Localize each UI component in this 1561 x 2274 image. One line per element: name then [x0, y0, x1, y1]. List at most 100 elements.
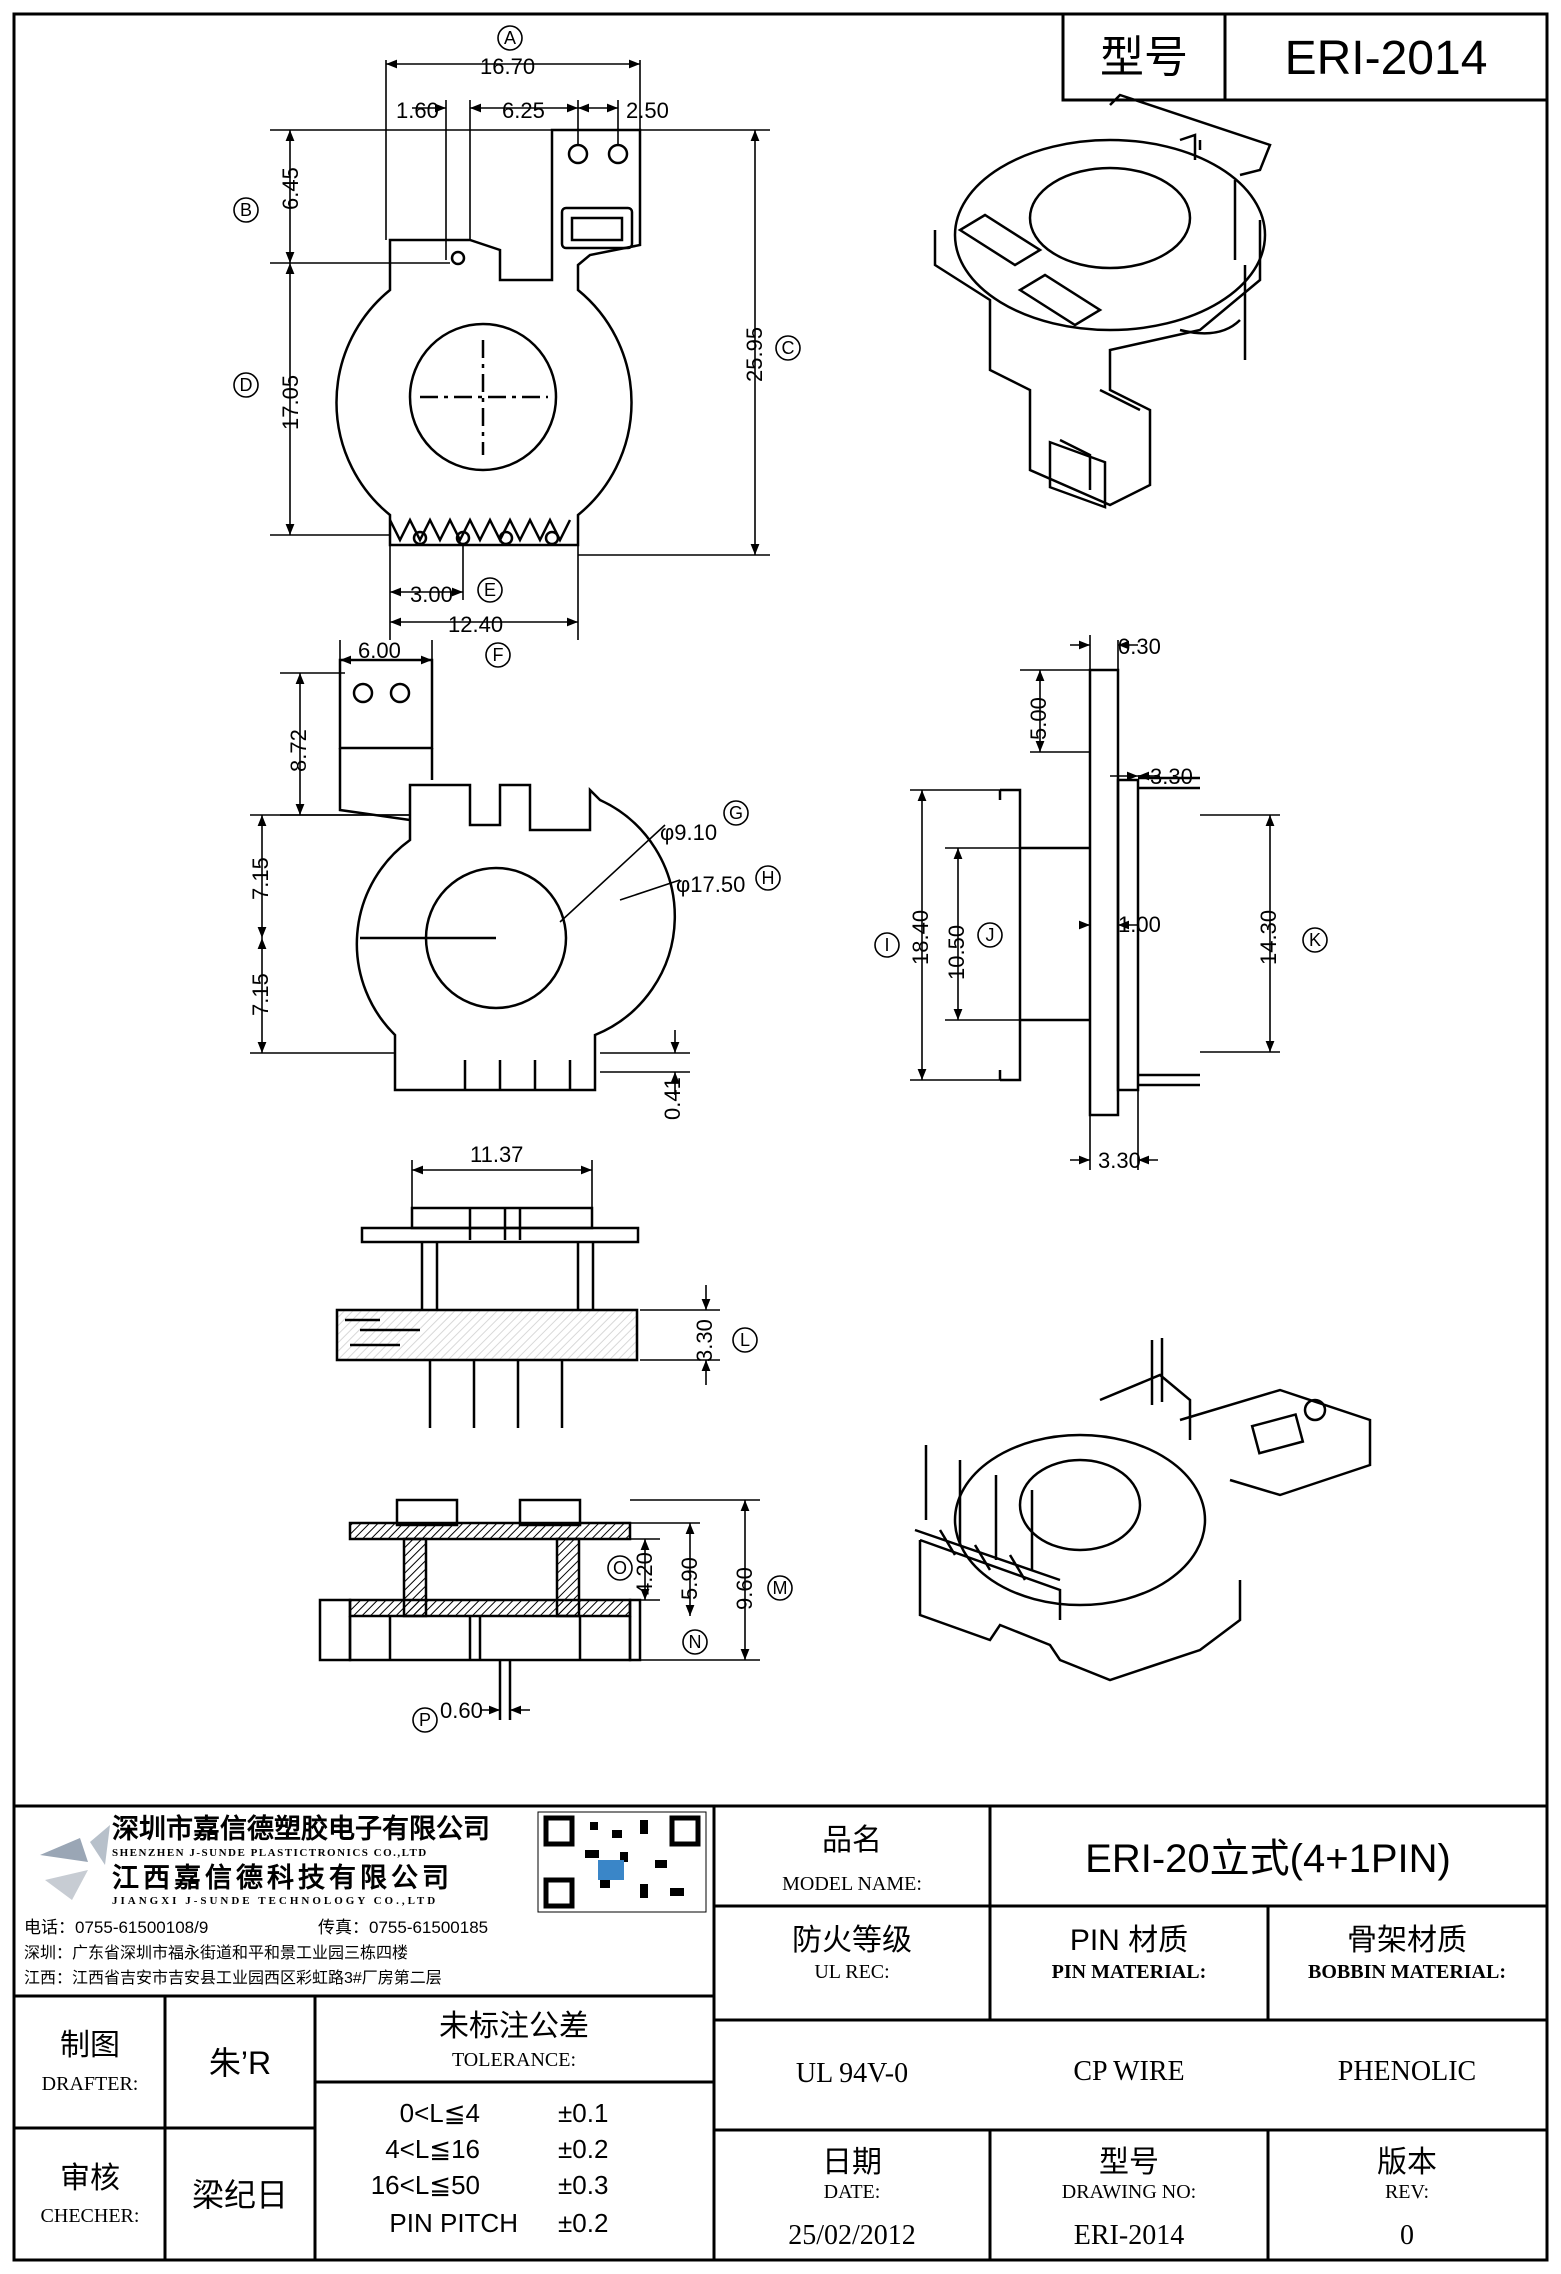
svg-text:B: B	[240, 200, 252, 220]
dim-5-90: 5.90	[677, 1557, 702, 1600]
checker-label-en: CHECHER:	[41, 2205, 140, 2227]
svg-text:D: D	[240, 375, 253, 395]
dim-3-30-top: 3.30	[1150, 764, 1193, 789]
marker-a: A	[497, 25, 523, 51]
section-view-dim-labels: 4.20 5.90 9.60 0.60	[440, 1552, 757, 1723]
marker-l: L	[732, 1327, 758, 1353]
company-info: 深圳市嘉信德塑胶电子有限公司 SHENZHEN J-SUNDE PLASTICT…	[24, 1813, 490, 1987]
title-block	[14, 1804, 1547, 2260]
company-address-shenzhen: 深圳：广东省深圳市福永街道和平和景工业园三栋四楼	[24, 1944, 408, 1962]
rev-label-cn: 版本	[1377, 2146, 1437, 2179]
dim-0-41: 0.41	[660, 1077, 685, 1120]
marker-j: J	[977, 922, 1003, 948]
edge-view-dim-labels: 0.30 5.00 3.30 18.40 10.50 1.00 14.30 3.…	[908, 634, 1281, 1173]
model-name-label-en: MODEL NAME:	[782, 1873, 922, 1895]
dim-9-60: 9.60	[732, 1567, 757, 1610]
side-view	[338, 658, 677, 1092]
dim-6-25: 6.25	[502, 98, 545, 123]
marker-b: B	[233, 197, 259, 223]
dim-3-30-profile: 3.30	[692, 1319, 717, 1362]
dim-3-00: 3.00	[410, 582, 453, 607]
svg-text:K: K	[1309, 930, 1321, 950]
dim-1-00: 1.00	[1118, 912, 1161, 937]
dim-17-50: φ17.50	[676, 872, 745, 897]
side-view-dimensions	[250, 640, 690, 1095]
company-name-cn-2: 江西嘉信德科技有限公司	[112, 1863, 453, 1893]
svg-text:H: H	[762, 868, 775, 888]
dim-6-00: 6.00	[358, 638, 401, 663]
marker-m: M	[767, 1575, 793, 1601]
company-tel: 电话：0755-61500108/9	[24, 1918, 208, 1937]
dim-11-37: 11.37	[470, 1142, 523, 1167]
tolerance-value: ±0.2	[558, 2134, 608, 2164]
marker-o: O	[607, 1555, 633, 1581]
header-type-value: ERI-2014	[1285, 32, 1488, 85]
dim-17-05: 17.05	[278, 375, 303, 430]
marker-d: D	[233, 372, 259, 398]
pin-material-label-en: PIN MATERIAL:	[1052, 1961, 1207, 1983]
marker-e: E	[477, 577, 503, 603]
dim-4-20: 4.20	[632, 1552, 657, 1595]
tolerance-value: ±0.2	[558, 2208, 608, 2238]
front-view-dimensions	[270, 59, 770, 640]
svg-text:G: G	[729, 803, 743, 823]
dim-14-30: 14.30	[1256, 910, 1281, 965]
drafter-value: 朱’R	[209, 2045, 271, 2081]
svg-text:E: E	[484, 580, 496, 600]
dim-3-30-bottom: 3.30	[1098, 1148, 1141, 1173]
side-view-dim-labels: 6.00 8.72 7.15 7.15 φ9.10 φ17.50 0.41	[248, 638, 745, 1120]
company-name-en-1: SHENZHEN J-SUNDE PLASTICTRONICS CO.,LTD	[112, 1847, 428, 1859]
dim-8-72: 8.72	[286, 729, 311, 772]
svg-text:P: P	[419, 1710, 431, 1730]
svg-text:O: O	[613, 1558, 627, 1578]
model-name-value: ERI-20立式(4+1PIN)	[1085, 1837, 1451, 1881]
svg-text:A: A	[504, 28, 516, 48]
marker-f: F	[485, 642, 511, 668]
dim-10-50: 10.50	[944, 925, 969, 980]
marker-p: P	[412, 1707, 438, 1733]
tolerance-range: 4<L≦16	[385, 2134, 480, 2164]
drawing-no-label-cn: 型号	[1099, 2146, 1159, 2179]
bobbin-material-value: PHENOLIC	[1338, 2056, 1476, 2087]
dim-1-60: 1.60	[396, 98, 439, 123]
isometric-view-bottom	[914, 1338, 1372, 1682]
company-name-en-2: JIANGXI J-SUNDE TECHNOLOGY CO.,LTD	[112, 1895, 438, 1907]
svg-text:M: M	[773, 1578, 788, 1598]
tolerance-range: PIN PITCH	[389, 2208, 518, 2238]
dim-25-95: 25.95	[742, 327, 767, 382]
profile-view	[335, 1206, 640, 1428]
company-address-jiangxi: 江西：江西省吉安市吉安县工业园西区彩虹路3#厂房第二层	[24, 1969, 442, 1987]
drafter-label-en: DRAFTER:	[42, 2073, 139, 2095]
dim-12-40: 12.40	[448, 612, 503, 637]
dim-0-60: 0.60	[440, 1698, 483, 1723]
svg-text:F: F	[493, 645, 504, 665]
ul-value: UL 94V-0	[796, 2058, 908, 2089]
dim-16-70: 16.70	[480, 54, 535, 79]
svg-text:N: N	[689, 1632, 702, 1652]
marker-k: K	[1302, 927, 1328, 953]
dim-7-15-upper: 7.15	[248, 857, 273, 900]
marker-c: C	[775, 335, 801, 361]
tolerance-range: 0<L≦4	[400, 2098, 480, 2128]
svg-text:J: J	[986, 925, 995, 945]
header-type-box: 型号 ERI-2014	[1061, 12, 1549, 102]
dim-5-00: 5.00	[1026, 697, 1051, 740]
title-block-text: 品名 MODEL NAME: ERI-20立式(4+1PIN) 防火等级 UL …	[41, 1824, 1506, 2251]
company-fax: 传真：0755-61500185	[318, 1918, 488, 1937]
isometric-view-top	[933, 93, 1272, 509]
svg-text:L: L	[740, 1330, 750, 1350]
sheet-border	[12, 12, 1549, 2262]
circled-markers: A B C D E F G H I J K L M N O P	[233, 25, 1328, 1733]
tolerance-range: 16<L≦50	[371, 2170, 480, 2200]
marker-n: N	[682, 1629, 708, 1655]
marker-g: G	[723, 800, 749, 826]
dim-18-40: 18.40	[908, 910, 933, 965]
dim-7-15-lower: 7.15	[248, 973, 273, 1016]
marker-i: I	[874, 932, 900, 958]
pin-material-label-cn: PIN 材质	[1070, 1924, 1188, 1957]
svg-text:I: I	[884, 935, 889, 955]
bobbin-material-label-cn: 骨架材质	[1347, 1924, 1467, 1957]
checker-label-cn: 审核	[60, 2162, 120, 2195]
front-view-dim-labels: 16.70 1.60 6.25 2.50 6.45 17.05 25.95 3.…	[278, 54, 767, 637]
